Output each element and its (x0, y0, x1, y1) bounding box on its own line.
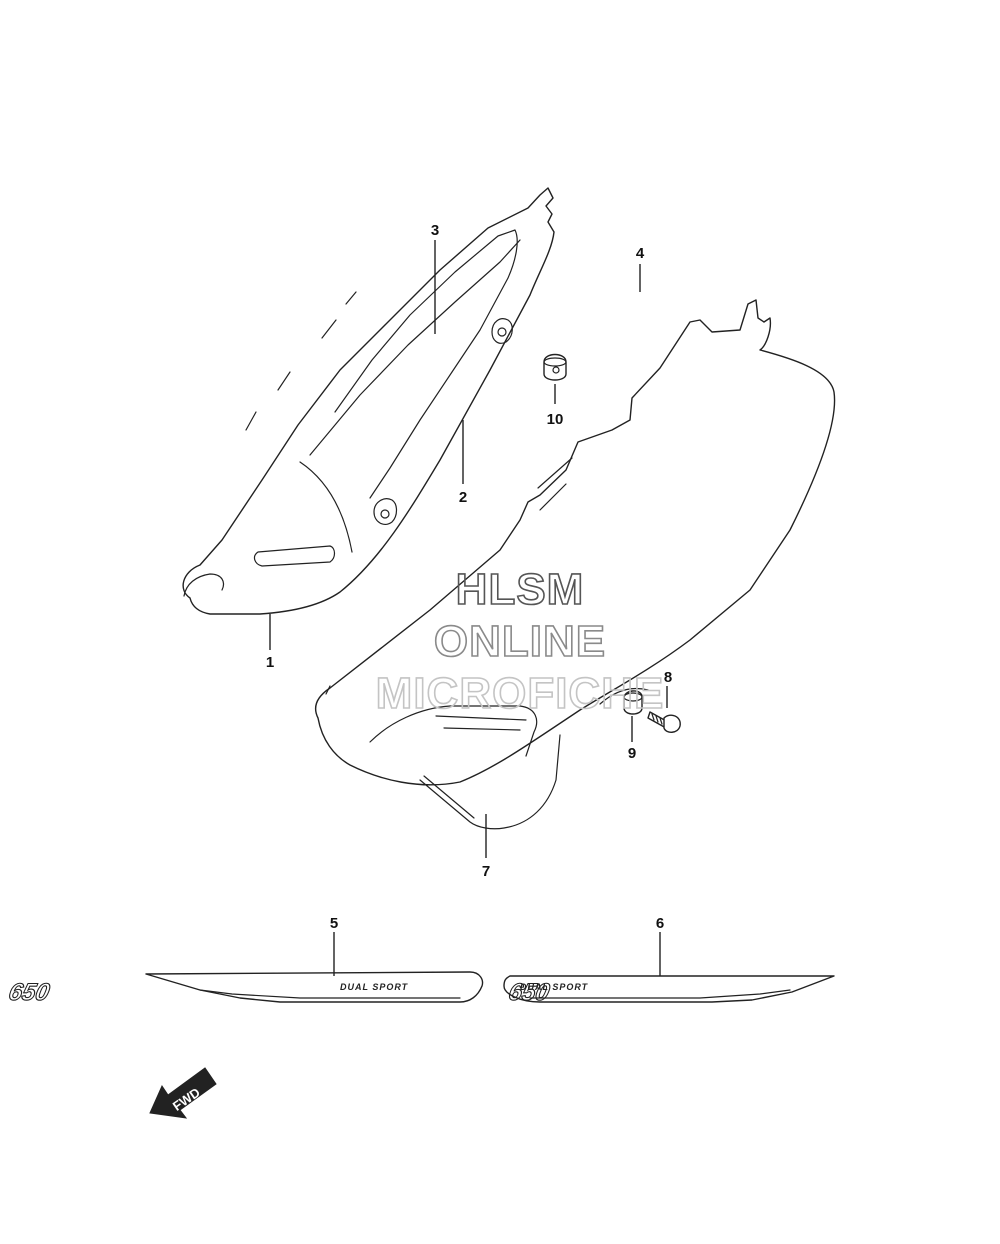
screw-part-8 (647, 711, 681, 733)
callout-4: 4 (636, 245, 645, 262)
forward-arrow-icon: FWD (149, 1067, 217, 1119)
callout-5: 5 (330, 915, 338, 932)
callout-10: 10 (547, 411, 564, 428)
watermark: HLSM ONLINE MICROFICHE (375, 564, 665, 719)
grommet-part-10 (543, 353, 567, 381)
watermark-line-1: HLSM (456, 565, 585, 614)
callout-7: 7 (482, 863, 490, 880)
callout-1: 1 (266, 654, 274, 671)
right-side-cover (314, 299, 836, 786)
decal-left-model: 650 (6, 979, 52, 1006)
callout-9: 9 (628, 745, 636, 762)
callout-2: 2 (459, 489, 467, 506)
callout-labels: 1 2 3 4 5 6 7 8 9 10 (266, 222, 672, 932)
lower-panel-part-7 (419, 734, 561, 830)
decal-right-model: 650 (506, 979, 552, 1006)
leader-lines (269, 240, 668, 976)
callout-6: 6 (656, 915, 664, 932)
callout-3: 3 (431, 222, 439, 239)
decal-left-part-5: 650 DUAL SPORT (6, 971, 484, 1006)
decal-right-part-6: DUAL SPORT 650 (503, 975, 835, 1006)
collar-part-9 (623, 690, 643, 715)
decal-right-tagline: DUAL SPORT (520, 982, 589, 992)
watermark-line-2: ONLINE (434, 617, 606, 666)
left-side-cover (182, 187, 555, 615)
callout-8: 8 (664, 669, 672, 686)
watermark-line-3: MICROFICHE (376, 669, 665, 718)
decal-left-tagline: DUAL SPORT (340, 982, 409, 992)
